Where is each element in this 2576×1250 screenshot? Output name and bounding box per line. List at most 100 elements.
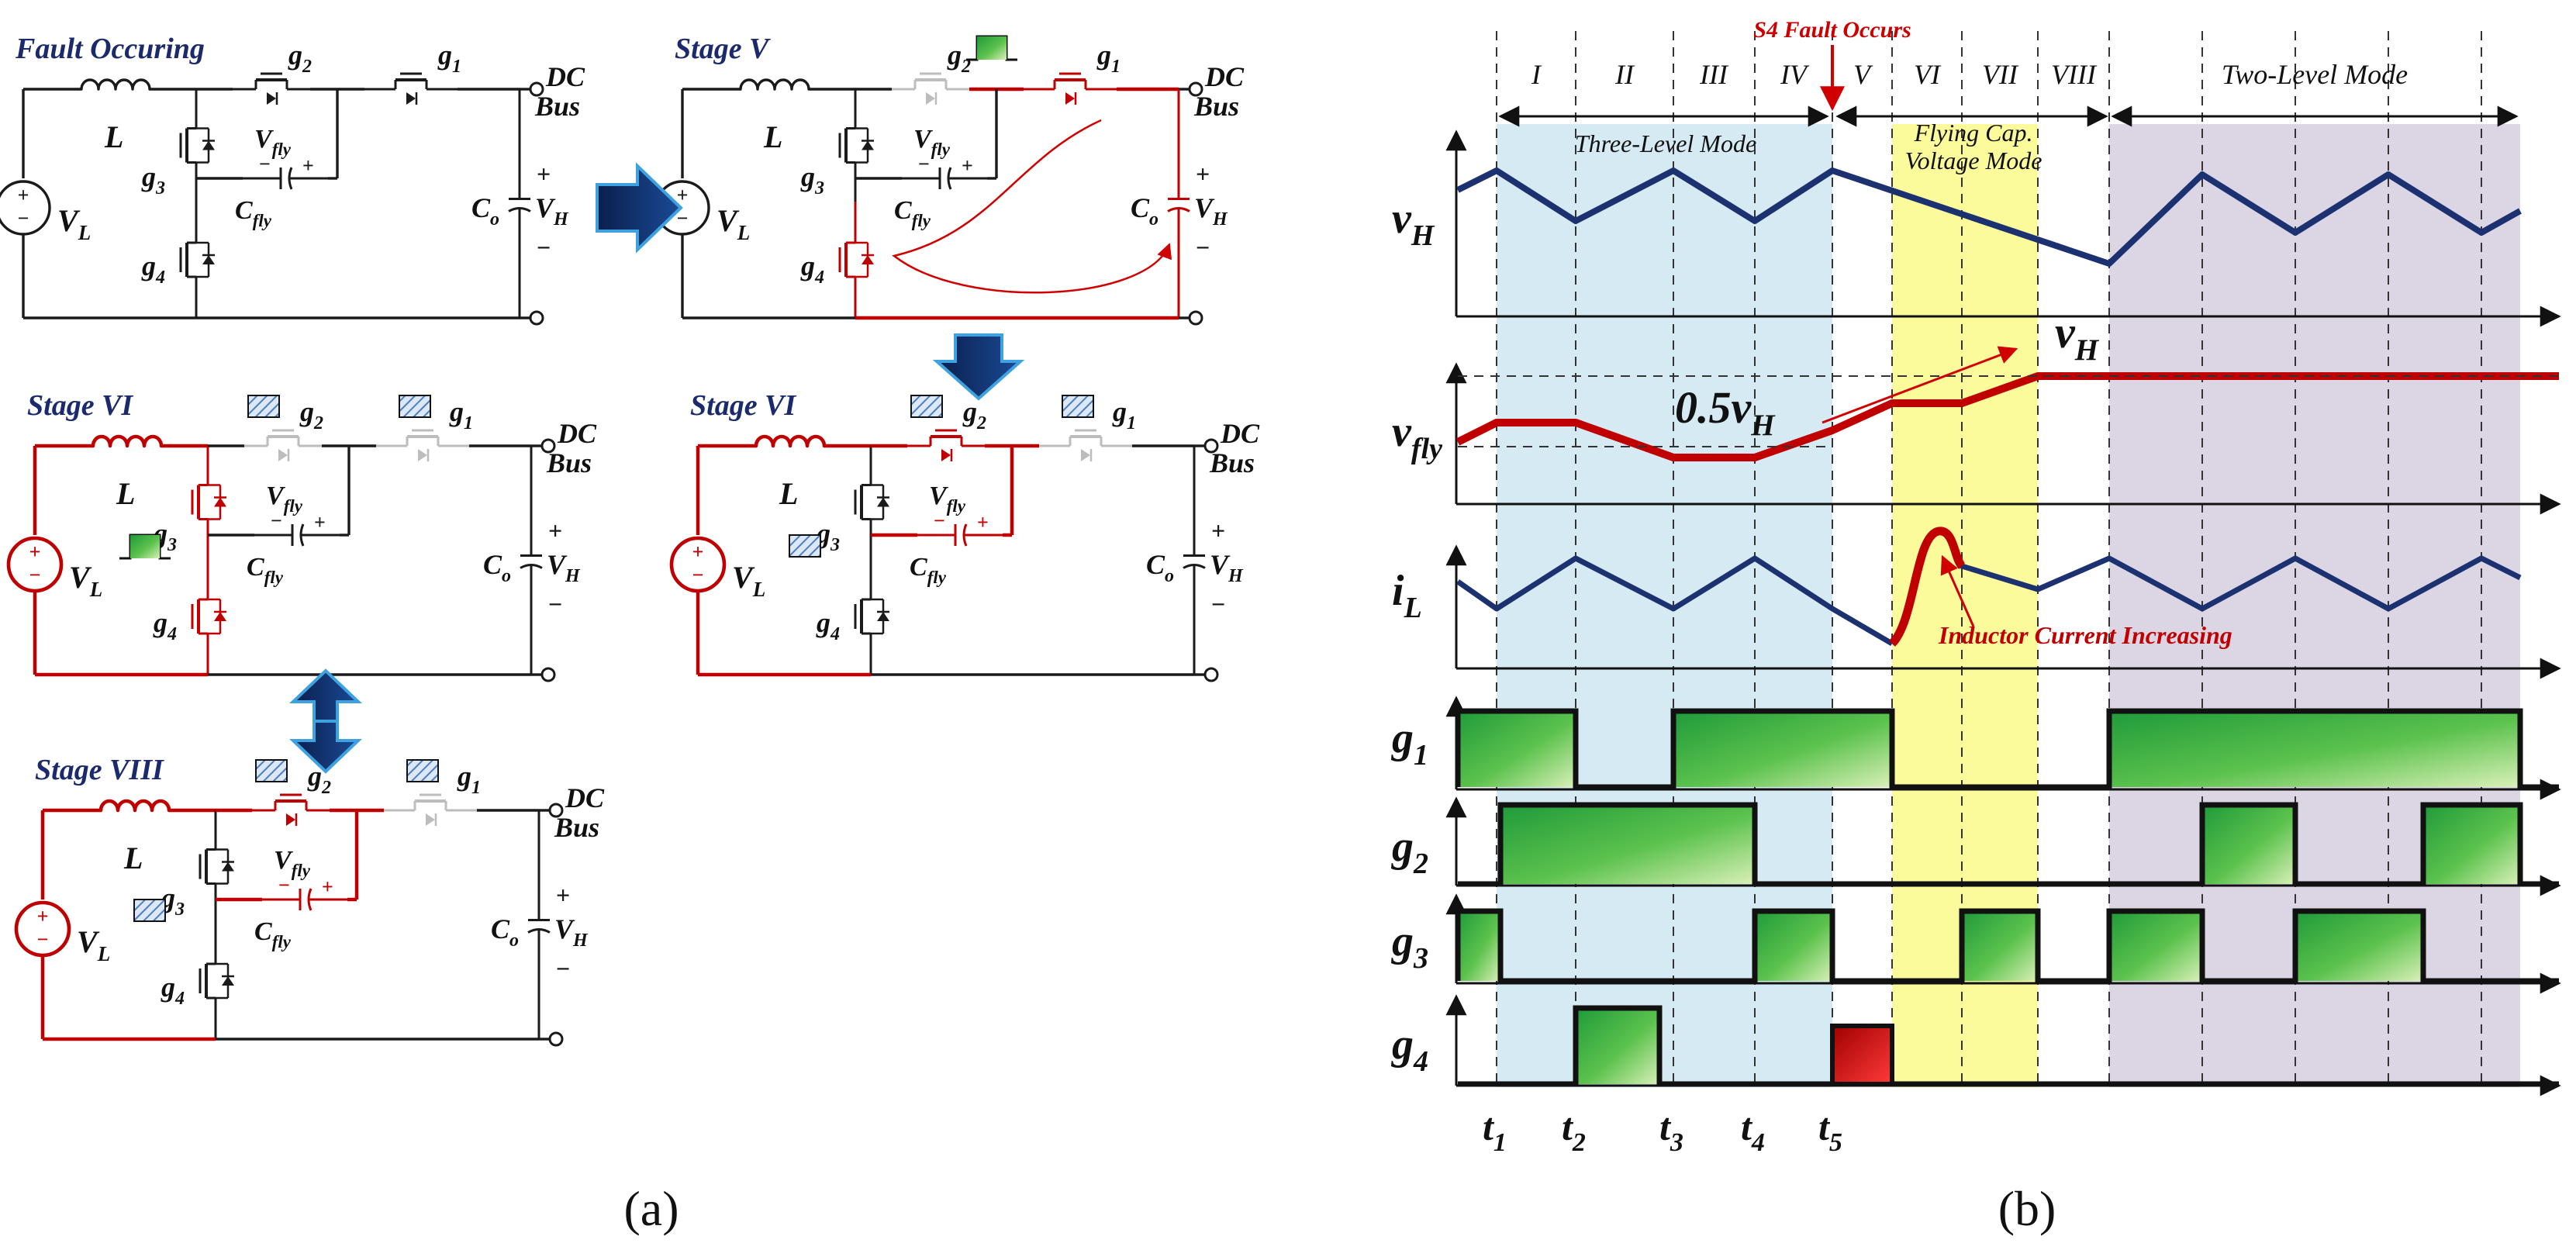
arrow-down xyxy=(932,333,1025,401)
inductor-label: L xyxy=(779,476,798,511)
switch-g2 xyxy=(244,429,322,461)
inductor-label: L xyxy=(763,119,782,154)
bus-terminal-bot xyxy=(1203,667,1219,682)
gate-g1-pulse xyxy=(1673,711,1892,787)
capacitor-co xyxy=(1183,446,1206,675)
co-label: Co xyxy=(1131,192,1159,230)
vh-plus: + xyxy=(1211,516,1225,544)
signal-label-iL: iL xyxy=(1392,567,1422,624)
vh-plus: + xyxy=(548,516,562,544)
vh-minus: − xyxy=(537,233,551,261)
gate-indicator-g2-off xyxy=(910,395,943,418)
co-label: Co xyxy=(491,913,519,951)
mode-flying-cap-1: Flying Cap. xyxy=(1914,119,2033,147)
gate-indicator-g2-off xyxy=(247,395,280,418)
stage-label: VIII xyxy=(2051,59,2098,90)
gate-indicator-g3-on xyxy=(130,535,160,558)
dc-label: DC xyxy=(545,61,585,92)
circuit-title: Stage VI xyxy=(690,389,796,422)
g2-label: g2 xyxy=(947,40,971,77)
waveform-vH xyxy=(1456,167,2522,267)
capacitor-cfly: −+ xyxy=(243,153,328,190)
bus-terminal-bot xyxy=(529,310,544,326)
switch-g1 xyxy=(384,793,477,826)
vfly-label: Vfly xyxy=(266,482,303,516)
source-label: VL xyxy=(77,924,110,965)
bus-terminal-bot xyxy=(1188,310,1203,326)
cfly-label: Cfly xyxy=(910,553,947,587)
vfly-label: Vfly xyxy=(254,125,292,159)
vh-minus: − xyxy=(1196,233,1210,261)
gate-g2-pulse xyxy=(2202,805,2295,884)
bus-terminal-bot xyxy=(540,667,556,682)
time-label: t2 xyxy=(1562,1105,1586,1157)
switch-g3 xyxy=(838,89,874,202)
source-minus: − xyxy=(18,207,29,230)
cap-minus: − xyxy=(259,153,271,175)
gate-g3-pulse xyxy=(1755,911,1832,981)
g2-label: g2 xyxy=(288,40,312,77)
bus-label: Bus xyxy=(1209,447,1255,478)
gate-indicator-g1-off xyxy=(406,759,439,782)
switch-g1 xyxy=(1039,429,1132,461)
inductor-coil xyxy=(98,799,171,813)
circuit-title: Stage VI xyxy=(27,389,133,422)
source-label: VL xyxy=(717,203,750,244)
vh-label: VH xyxy=(1210,549,1244,586)
source-plus: + xyxy=(692,540,704,563)
annotation-inductor-current: Inductor Current Increasing xyxy=(1938,621,2232,649)
time-label: t4 xyxy=(1741,1105,1765,1157)
g4-label: g4 xyxy=(816,607,840,644)
waveform-vfly xyxy=(1455,372,2559,461)
cap-minus: − xyxy=(918,153,930,175)
gate-g4-fault-pulse xyxy=(1830,1024,1894,1086)
gate-g3-pulse xyxy=(2295,911,2423,981)
source-minus: − xyxy=(677,207,689,230)
capacitor-co xyxy=(527,810,551,1039)
cap-plus: + xyxy=(314,511,326,533)
source-plus: + xyxy=(37,905,49,927)
cap-plus: + xyxy=(322,875,333,898)
dc-label: DC xyxy=(557,418,597,449)
g1-label: g1 xyxy=(1112,396,1136,433)
source-minus: − xyxy=(37,928,49,951)
bus-label: Bus xyxy=(1193,91,1239,122)
signal-label-g3: g3 xyxy=(1390,917,1428,975)
source-label: VL xyxy=(69,560,102,601)
g3-label: g3 xyxy=(141,161,165,199)
waveform-iL-surge xyxy=(1888,527,1966,647)
signal-label-g2: g2 xyxy=(1390,823,1428,880)
signal-label-vH: vH xyxy=(1392,195,1435,252)
cfly-label: Cfly xyxy=(894,196,931,230)
g4-label: g4 xyxy=(161,972,185,1009)
vfly-label: Vfly xyxy=(929,482,966,516)
switch-g3 xyxy=(179,89,215,202)
inductor-coil xyxy=(80,78,151,91)
g1-label: g1 xyxy=(449,396,473,433)
gate-g4-pulse xyxy=(1576,1008,1659,1084)
switch-g2 xyxy=(252,793,330,826)
source-label: VL xyxy=(732,560,765,601)
bus-terminal-bot xyxy=(548,1031,564,1047)
switch-g3 xyxy=(854,446,889,558)
switch-g2 xyxy=(892,72,969,105)
switch-g4 xyxy=(854,558,889,675)
cap-minus: − xyxy=(271,509,282,532)
vfly-label: Vfly xyxy=(274,846,311,880)
switch-g1 xyxy=(376,429,469,461)
bus-label: Bus xyxy=(554,812,599,843)
capacitor-co xyxy=(1167,89,1190,318)
gate-indicator-g1-off xyxy=(1062,395,1094,418)
stage-label: VII xyxy=(1982,59,2019,90)
g2-label: g2 xyxy=(307,761,331,798)
switch-g1 xyxy=(1024,72,1117,105)
gate-g3-pulse xyxy=(1962,911,2038,981)
annotation-vh: vH xyxy=(2055,307,2100,367)
stage-label: VI xyxy=(1914,59,1942,90)
gate-indicator-g2-off xyxy=(255,759,288,782)
